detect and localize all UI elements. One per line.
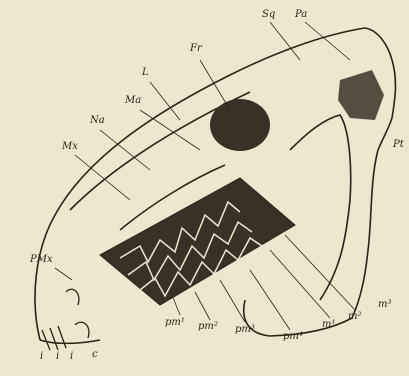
label-l: L [142, 68, 149, 78]
label-fr: Fr [190, 44, 202, 54]
label-pm2: pm² [198, 322, 218, 332]
label-pm1: pm¹ [165, 318, 185, 328]
label-pt: Pt [393, 140, 404, 150]
label-ma: Ma [125, 96, 141, 106]
label-m3: m³ [378, 300, 392, 310]
orbit [210, 99, 270, 151]
label-pm4: pm⁴ [283, 332, 303, 342]
label-sq: Sq [262, 10, 275, 20]
label-i2: i [56, 352, 59, 362]
label-i1: i [40, 352, 43, 362]
label-mx: Mx [62, 142, 78, 152]
label-pm3: pm³ [235, 325, 255, 335]
label-na: Na [90, 116, 105, 126]
label-m1: m¹ [322, 320, 336, 330]
label-c: c [92, 350, 98, 360]
label-pa: Pa [295, 10, 307, 20]
label-m2: m² [348, 312, 362, 322]
label-pmx: PMx [30, 255, 53, 265]
label-i3: i [70, 352, 73, 362]
